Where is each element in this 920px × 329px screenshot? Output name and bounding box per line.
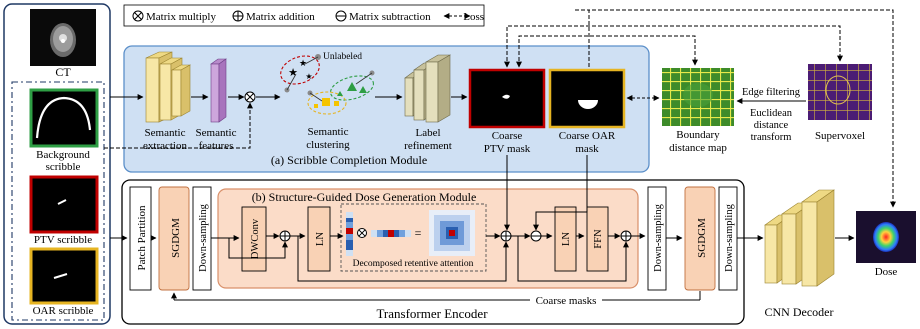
background-scribble-label-line2: scribble: [46, 161, 81, 173]
coarse-oar-mask-label-1: Coarse OAR: [559, 130, 616, 142]
ln-2-label: LN: [561, 232, 572, 246]
coarse-oar-mask-label-2: mask: [575, 143, 599, 155]
transformer-encoder: Transformer Encoder Patch Partition SGDG…: [110, 155, 764, 325]
ct-scan-graphic: [50, 23, 76, 57]
subtraction-symbol-icon: [335, 10, 347, 22]
oar-scribble-image: [29, 247, 99, 305]
down-sampling-right-label: Down-sampling: [724, 203, 735, 271]
semantic-extraction-block: [145, 51, 192, 123]
ln-2-block: [554, 206, 577, 272]
dwconv-label: DWConv: [250, 218, 261, 259]
scm-arrows: [104, 94, 468, 149]
svg-text:★: ★: [305, 72, 312, 81]
cnn-decoder-block: [764, 189, 835, 287]
oar-scribble-stroke: [53, 273, 68, 279]
coarse-ptv-mask-shape: [502, 94, 510, 99]
input-panel-frame: [3, 3, 111, 325]
sgdg-module-title: (b) Structure-Guided Dose Generation Mod…: [252, 190, 477, 204]
equals-sign: =: [415, 226, 422, 240]
supervoxel-label: Supervoxel: [815, 130, 865, 142]
retentive-row-matrix: [371, 230, 411, 237]
oar-scribble-label: OAR scribble: [33, 305, 94, 317]
ptv-scribble-stroke: [57, 199, 67, 205]
down-sampling-mid-label: Down-sampling: [653, 203, 664, 271]
multiply-op-icon: [244, 91, 256, 103]
semantic-extraction-label-1: Semantic: [145, 127, 186, 139]
ln-1-block: [307, 206, 331, 272]
retentive-column-matrix: [346, 212, 353, 256]
euclidean-label-3: transform: [751, 132, 792, 143]
svg-text:★: ★: [299, 58, 307, 68]
scribble-completion-module: Semantic extraction Semantic features ★ …: [104, 45, 650, 173]
euclidean-label-1: Euclidean: [750, 108, 793, 119]
scm-title: (a) Scribble Completion Module: [271, 153, 427, 167]
ffn-label: FFN: [593, 229, 604, 249]
semantic-clustering-label-2: clustering: [306, 139, 350, 151]
boundary-distance-map-label-2: distance map: [669, 142, 727, 154]
sgdgm-right-label: SGDGM: [696, 218, 708, 258]
retentive-result-matrix: [429, 210, 475, 256]
boundary-supervoxel-group: Boundary distance map Supervoxel Edge fi…: [626, 64, 872, 154]
dwconv-block: [241, 206, 267, 272]
dose-image: [856, 211, 916, 263]
semantic-features-label-1: Semantic: [196, 127, 237, 139]
semantic-features-label-2: features: [199, 140, 234, 152]
semantic-clustering-graphic: ★ ★ ★: [280, 54, 375, 115]
svg-text:★: ★: [288, 67, 298, 79]
retentive-multiply-icon: [357, 228, 367, 238]
scribble-group-frame: [11, 81, 105, 321]
ct-label: CT: [55, 65, 71, 79]
input-panel: CT Background scribble PTV scribble OAR …: [3, 3, 111, 325]
legend-subtraction-label: Matrix subtraction: [349, 11, 431, 23]
unlabeled-label: Unlabeled: [323, 52, 362, 62]
addition-op-3-icon: [620, 230, 632, 242]
legend: Matrix multiply Matrix addition Matrix s…: [123, 4, 485, 27]
coarse-oar-mask-image: [548, 68, 626, 129]
sgdgm-right-block: [684, 186, 716, 291]
ln-1-label: LN: [315, 232, 326, 246]
patch-partition-label: Patch Partition: [136, 205, 148, 271]
addition-symbol-icon: [232, 10, 244, 22]
background-scribble-image: [29, 88, 99, 148]
retentive-attention-label: Decomposed retentive attention: [353, 259, 474, 269]
background-scribble-label-line1: Background: [36, 149, 90, 161]
semantic-extraction-label-2: extraction: [143, 140, 187, 152]
encoder-arrows: [110, 155, 764, 301]
label-refinement-label-1: Label: [415, 127, 440, 139]
supervoxel-image: [808, 64, 872, 120]
loss-lines: [504, 9, 896, 208]
coarse-ptv-mask-label-2: PTV mask: [484, 143, 531, 155]
legend-box: [123, 4, 485, 27]
sgdgm-left-block: [158, 186, 190, 291]
semantic-features-block: [210, 58, 227, 123]
legend-loss-label: Loss: [463, 11, 484, 23]
multiply-symbol-icon: [132, 10, 144, 22]
label-refinement-label-2: refinement: [404, 140, 452, 152]
background-scribble-stroke: [35, 96, 92, 139]
sgdgm-left-label: SGDGM: [170, 218, 182, 258]
label-refinement-block: [404, 54, 452, 123]
legend-addition-label: Matrix addition: [246, 11, 315, 23]
coarse-masks-label: Coarse masks: [536, 295, 597, 307]
edge-filtering-label: Edge filtering: [742, 87, 801, 98]
subtraction-op-icon: [530, 230, 542, 242]
encoder-title: Transformer Encoder: [376, 306, 488, 321]
coarse-oar-mask-shape: [578, 100, 598, 109]
cnn-decoder-label: CNN Decoder: [765, 305, 834, 319]
ptv-scribble-label: PTV scribble: [34, 234, 92, 246]
dose-label: Dose: [875, 266, 898, 278]
ptv-scribble-image: [29, 175, 99, 234]
legend-multiply-label: Matrix multiply: [146, 11, 216, 23]
semantic-clustering-label-1: Semantic: [308, 126, 349, 138]
addition-op-2-icon: [500, 230, 512, 242]
down-sampling-left-label: Down-sampling: [198, 203, 209, 271]
boundary-distance-map-label-1: Boundary: [676, 129, 720, 141]
coarse-ptv-mask-label-1: Coarse: [492, 130, 523, 142]
euclidean-label-2: distance: [754, 120, 789, 131]
addition-op-1-icon: [279, 230, 291, 242]
ffn-block: [586, 206, 609, 272]
